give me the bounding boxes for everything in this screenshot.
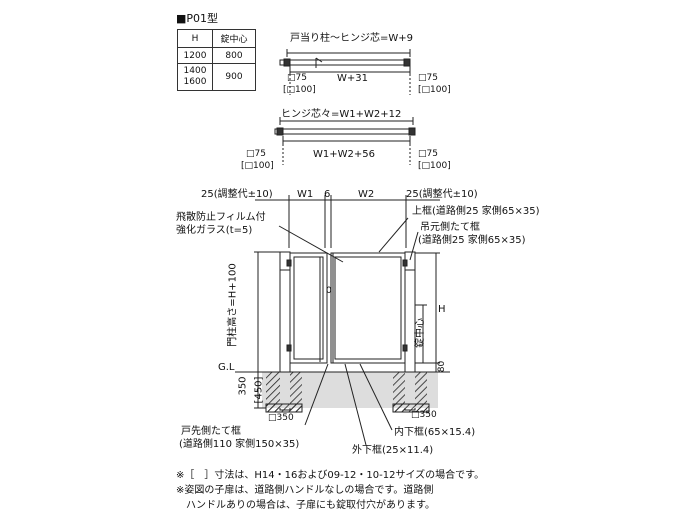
tip-frame-label-1: 戸先側たて框 (181, 426, 241, 437)
table-cell: 800 (212, 47, 256, 64)
top-plan-diagram (279, 49, 411, 95)
top-inner: W+31 (337, 73, 368, 84)
outer-lower-label: 外下框(25×11.4) (352, 445, 434, 456)
lock-center-label: 錠中心 (415, 318, 426, 348)
top-left-post-alt: [□100] (283, 85, 316, 95)
mid-left-post-alt: [□100] (241, 161, 274, 171)
door-mark: 0 (326, 286, 332, 296)
notes: ※［ ］寸法は、H14・16および09-12・10-12サイズの場合です。 ※姿… (176, 468, 484, 513)
ground-gap-label: 80 (437, 360, 448, 373)
top-right-post: □75 (418, 73, 438, 83)
hinge-frame-label-1: 吊元側たて框 (420, 222, 480, 233)
table-cell: 900 (212, 63, 256, 91)
header-h: H (177, 29, 213, 48)
note-line: ※［ ］寸法は、H14・16および09-12・10-12サイズの場合です。 (176, 470, 485, 481)
top-left-post: □75 (287, 73, 307, 83)
glass-label-1: 飛散防止フィルム付 (176, 212, 266, 223)
note-line: ※姿図の子扉は、道路側ハンドルなしの場合です。道路側 (176, 485, 434, 496)
w1-label: W1 (297, 189, 314, 200)
mid-right-post: □75 (418, 149, 438, 159)
height-label: H (438, 304, 446, 315)
glass-label-2: 強化ガラス(t=5) (176, 225, 253, 236)
mid-inner: W1+W2+56 (313, 149, 375, 160)
top-right-post-alt: [□100] (418, 85, 451, 95)
depth-label: 350 (237, 376, 249, 396)
mid-label: ヒンジ芯々=W1+W2+12 (281, 109, 402, 120)
mid-left-post: □75 (246, 149, 266, 159)
spec-table: H 錠中心 1200 800 1400 1600 900 (177, 29, 256, 91)
table-cell: 1400 1600 (177, 63, 213, 91)
mid-right-post-alt: [□100] (418, 161, 451, 171)
gap-label: 6 (324, 189, 331, 200)
adjust-right-label: 25(調整代±10) (406, 189, 478, 200)
footing-left-label: □350 (268, 413, 294, 423)
upper-frame-label: 上框(道路側25 家側65×35) (412, 206, 540, 217)
top-label: 戸当り柱〜ヒンジ芯=W+9 (290, 33, 414, 44)
header-lock-center: 錠中心 (212, 29, 256, 48)
front-elevation (235, 195, 450, 446)
table-cell: 1200 (177, 47, 213, 64)
mid-plan-diagram (274, 117, 416, 165)
model-title: ■P01型 (176, 12, 219, 25)
adjust-left-label: 25(調整代±10) (201, 189, 273, 200)
w2-label: W2 (358, 189, 375, 200)
post-height-label: 門柱高さ=H+100 (227, 263, 239, 347)
depth-alt-label: [450] (253, 376, 265, 404)
footing-right-label: □350 (411, 410, 437, 420)
inner-lower-label: 内下框(65×15.4) (394, 427, 476, 438)
note-line: ハンドルありの場合は、子扉にも錠取付穴があります。 (176, 500, 435, 511)
gl-label: G.L (218, 362, 235, 373)
hinge-frame-label-2: (道路側25 家側65×35) (418, 235, 526, 246)
tip-frame-label-2: (道路側110 家側150×35) (179, 439, 300, 450)
